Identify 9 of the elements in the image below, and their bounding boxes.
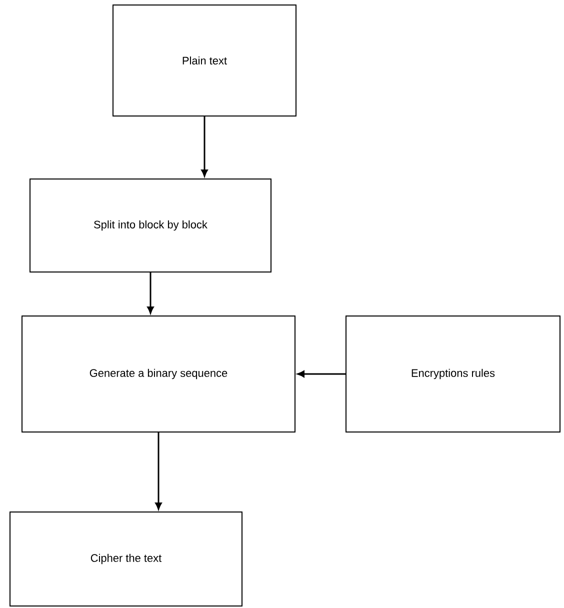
arrow (201, 116, 208, 177)
arrow (147, 272, 154, 314)
process-box: Plain text (112, 4, 296, 116)
arrow (155, 432, 162, 510)
process-box: Split into block by block (30, 178, 272, 272)
arrow (297, 370, 346, 378)
process-box: Cipher the text (10, 512, 242, 606)
process-box: Encryptions rules (346, 316, 560, 432)
process-box: Generate a binary sequence (22, 316, 296, 432)
